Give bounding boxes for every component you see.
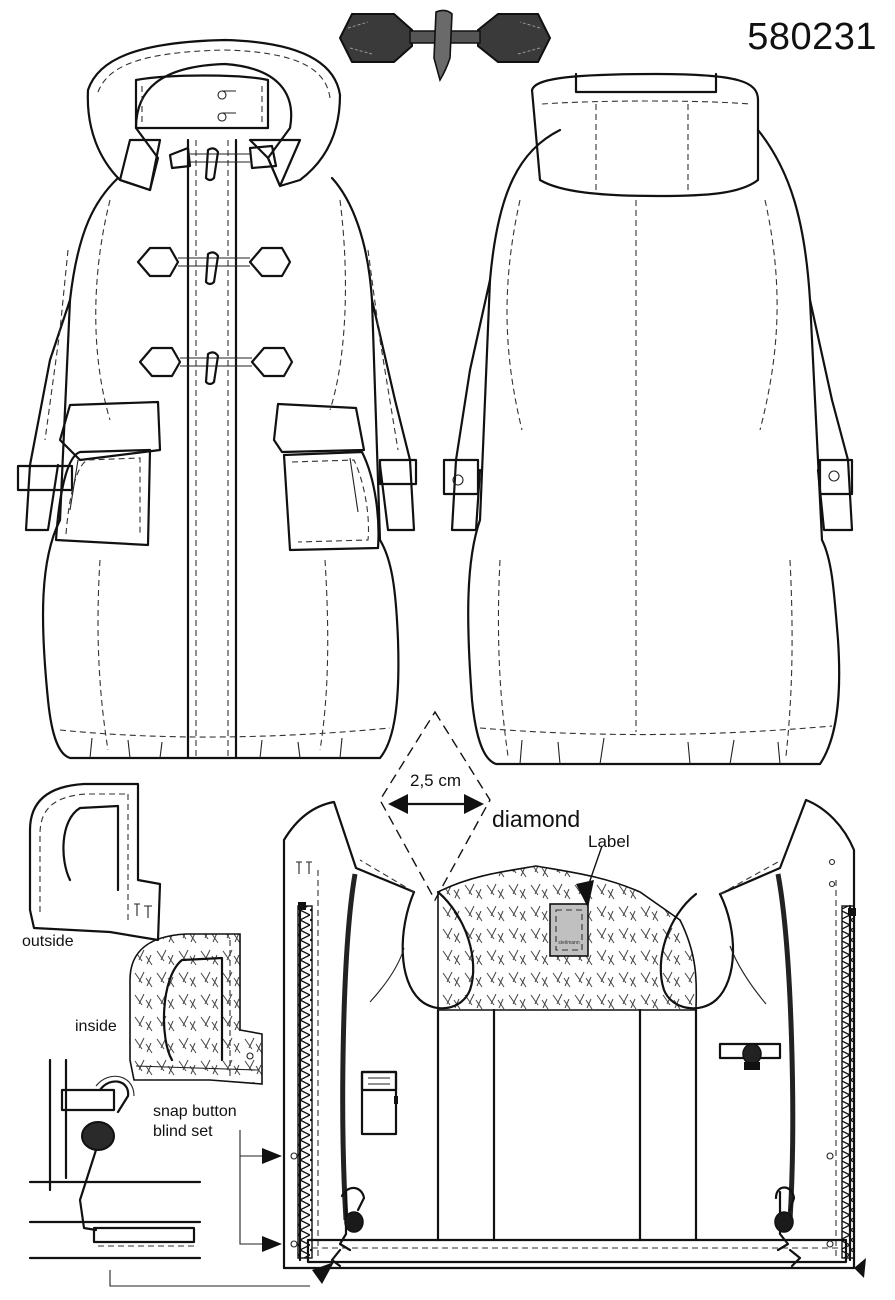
toggle-closure-detail [338, 9, 552, 83]
coat-front-view [16, 38, 418, 760]
coat-inside-view: steilmann [282, 798, 866, 1278]
front-pockets [54, 400, 380, 552]
snap-button-detail [28, 1058, 334, 1287]
diamond-label: diamond [492, 806, 581, 832]
coat-back-view [442, 72, 854, 766]
inside-label: inside [75, 1018, 117, 1035]
hood-inside [129, 933, 263, 1085]
front-toggles [136, 144, 294, 386]
diamond-dimension [379, 710, 491, 902]
snap-button-label: snap button [153, 1103, 237, 1120]
outside-label: outside [22, 933, 74, 950]
label-annotation: Label [588, 832, 630, 851]
model-number: 580231 [747, 16, 877, 58]
blind-set-label: blind set [153, 1123, 213, 1140]
dimension-label: 2,5 cm [410, 771, 462, 790]
label-tag-text: steilmann [558, 940, 580, 946]
hood-outside [28, 782, 162, 942]
